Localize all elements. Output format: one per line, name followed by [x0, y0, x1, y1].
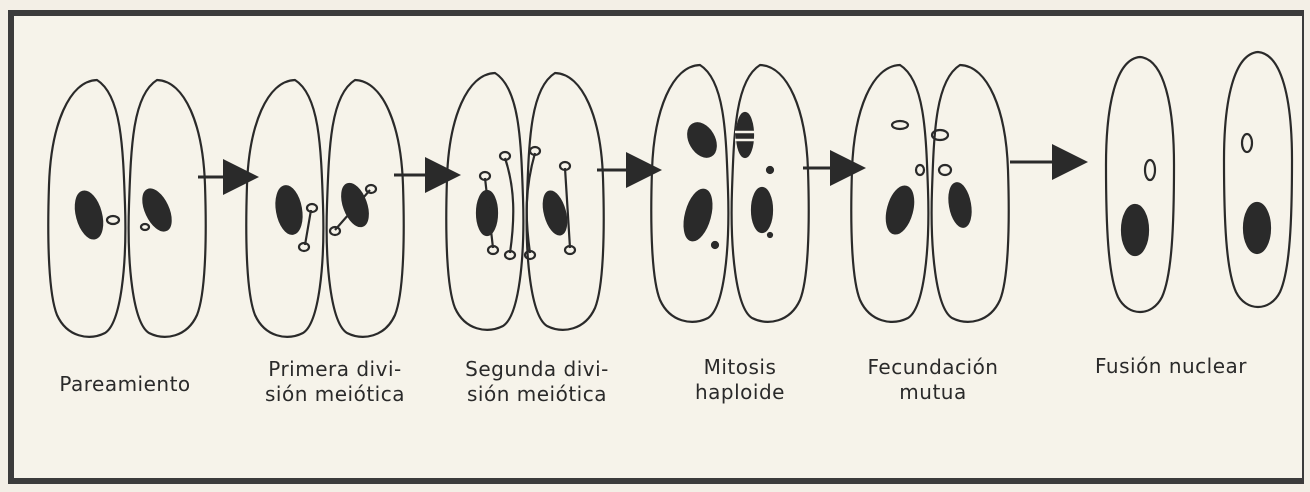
stage-4-pair — [651, 65, 808, 322]
stage-1-pair — [48, 80, 205, 337]
stage-label-segunda-division: Segunda divi- sión meiótica — [437, 357, 637, 407]
stage-label-fusion-nuclear: Fusión nuclear — [1095, 354, 1300, 379]
stage-label-mitosis-haploide: Mitosis haploide — [660, 355, 820, 405]
stage-2-pair — [246, 80, 403, 337]
label-line: sión meiótica — [240, 382, 430, 407]
label-line: Fusión nuclear — [1095, 354, 1300, 379]
stage-5-pair — [851, 65, 1008, 322]
stage-3-pair — [446, 73, 603, 330]
label-line: haploide — [660, 380, 820, 405]
label-line: Pareamiento — [30, 372, 220, 397]
label-line: Primera divi- — [240, 357, 430, 382]
label-line: Mitosis — [660, 355, 820, 380]
stage-label-primera-division: Primera divi- sión meiótica — [240, 357, 430, 407]
stage-label-fecundacion-mutua: Fecundación mutua — [838, 355, 1028, 405]
stage-label-pareamiento: Pareamiento — [30, 372, 220, 397]
label-line: Fecundación — [838, 355, 1028, 380]
stage-6-cells — [1106, 52, 1292, 312]
label-line: sión meiótica — [437, 382, 637, 407]
label-line: mutua — [838, 380, 1028, 405]
label-line: Segunda divi- — [437, 357, 637, 382]
